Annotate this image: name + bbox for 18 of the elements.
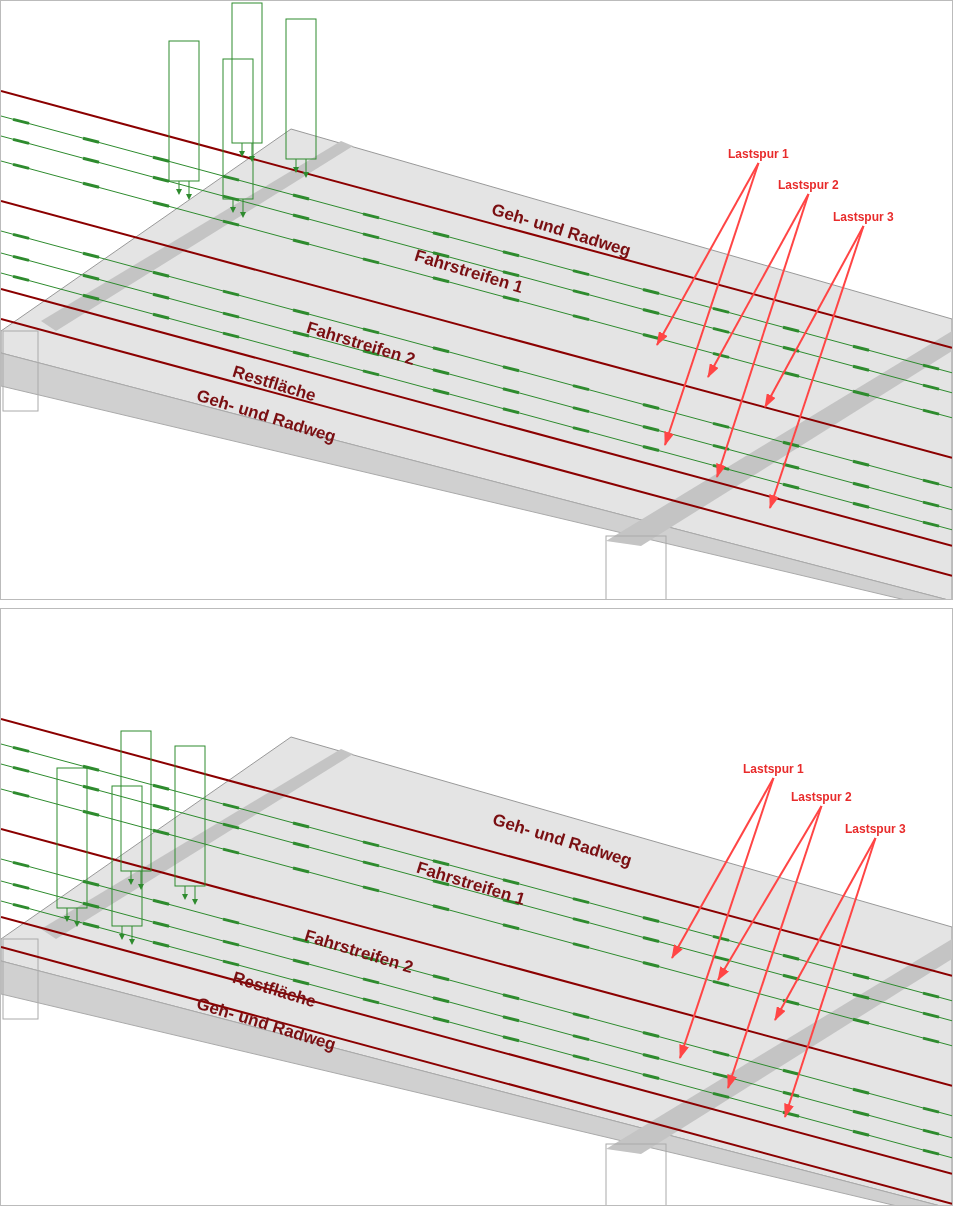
leader-arrow bbox=[671, 777, 775, 959]
load-lane-label: Lastspur 1 bbox=[743, 762, 804, 776]
leader-arrow bbox=[717, 805, 823, 981]
leader-arrow bbox=[664, 162, 760, 446]
leader-arrow bbox=[716, 193, 810, 478]
leader-arrow bbox=[727, 805, 823, 1089]
load-lane-label: Lastspur 2 bbox=[778, 178, 839, 192]
load-lane-label: Lastspur 2 bbox=[791, 790, 852, 804]
leader-arrow bbox=[656, 162, 760, 346]
leader-arrow bbox=[707, 193, 810, 378]
load-lane-label: Lastspur 3 bbox=[845, 822, 906, 836]
leader-arrow bbox=[784, 837, 877, 1118]
leader-arrow bbox=[679, 777, 775, 1059]
load-lane-label: Lastspur 1 bbox=[728, 147, 789, 161]
leader-arrow bbox=[769, 225, 865, 509]
leader-arrow bbox=[774, 837, 877, 1021]
load-lane-label: Lastspur 3 bbox=[833, 210, 894, 224]
leader-arrow bbox=[764, 225, 865, 408]
